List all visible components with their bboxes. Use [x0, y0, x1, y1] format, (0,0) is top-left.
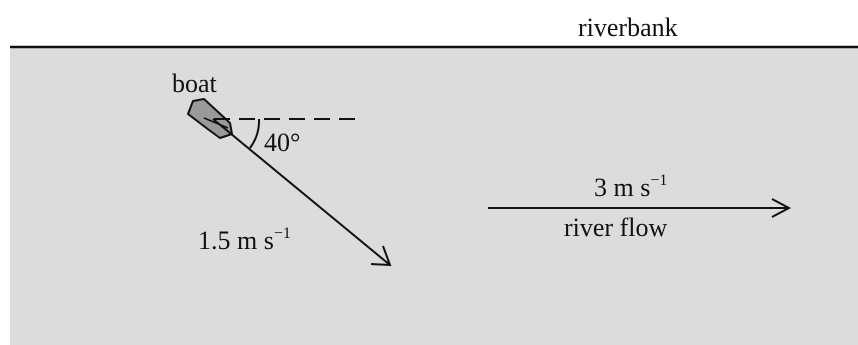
flow-speed-label: 3 m s−1	[594, 172, 667, 202]
riverbank-label: riverbank	[578, 13, 678, 42]
boat-speed-label: 1.5 m s−1	[198, 225, 291, 255]
river-flow-arrowhead	[771, 198, 792, 218]
boat-icon	[187, 98, 233, 139]
angle-label: 40°	[264, 128, 300, 157]
boat-velocity-arrowhead	[370, 245, 392, 267]
boat-velocity-arrow	[212, 118, 391, 266]
boat-label: boat	[172, 69, 218, 98]
angle-arc	[249, 118, 261, 149]
river-flow-label: river flow	[564, 213, 667, 242]
river-water	[10, 47, 858, 345]
